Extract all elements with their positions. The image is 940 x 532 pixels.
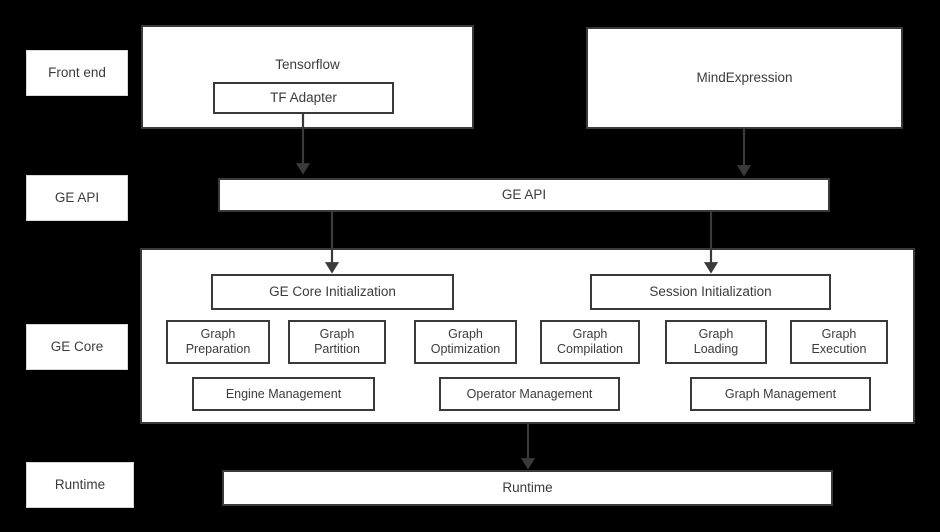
graph-optimization-box: Graph Optimization xyxy=(414,320,517,364)
ge-api-bar-label: GE API xyxy=(501,187,547,203)
graph-preparation-box: Graph Preparation xyxy=(166,320,270,364)
graph-loading-box: Graph Loading xyxy=(665,320,767,364)
operator-management-label: Operator Management xyxy=(466,386,593,401)
tensorflow-title: Tensorflow xyxy=(275,57,340,72)
layer-label-runtime: Runtime xyxy=(26,462,134,508)
graph-compilation-label: Graph Compilation xyxy=(556,327,623,356)
mindexpression-box: MindExpression xyxy=(586,27,903,129)
layer-label-runtime-text: Runtime xyxy=(54,477,106,493)
operator-management-box: Operator Management xyxy=(439,377,620,411)
runtime-bar: Runtime xyxy=(222,470,833,506)
engine-management-box: Engine Management xyxy=(192,377,375,411)
graph-partition-label: Graph Partition xyxy=(314,327,360,356)
graph-loading-label: Graph Loading xyxy=(693,327,739,356)
graph-optimization-label: Graph Optimization xyxy=(430,327,501,356)
graph-preparation-label: Graph Preparation xyxy=(185,327,251,356)
graph-management-box: Graph Management xyxy=(690,377,871,411)
mindexpression-label: MindExpression xyxy=(696,70,793,86)
graph-partition-box: Graph Partition xyxy=(288,320,386,364)
layer-label-ge-api-text: GE API xyxy=(54,190,100,206)
runtime-bar-label: Runtime xyxy=(502,480,553,496)
layer-label-ge-core: GE Core xyxy=(26,324,128,370)
graph-execution-label: Graph Execution xyxy=(811,327,867,356)
tf-adapter-label: TF Adapter xyxy=(270,90,337,106)
ge-api-bar: GE API xyxy=(218,178,830,212)
graph-management-label: Graph Management xyxy=(724,386,837,401)
tf-adapter-box: TF Adapter xyxy=(213,82,394,114)
graph-compilation-box: Graph Compilation xyxy=(540,320,640,364)
layer-label-front-end: Front end xyxy=(26,50,128,96)
graph-execution-box: Graph Execution xyxy=(790,320,888,364)
session-initialization-label: Session Initialization xyxy=(649,284,772,300)
session-initialization-box: Session Initialization xyxy=(590,274,831,310)
layer-label-front-end-text: Front end xyxy=(48,65,106,81)
layer-label-ge-core-text: GE Core xyxy=(50,339,104,355)
layer-label-ge-api: GE API xyxy=(26,175,128,221)
engine-management-label: Engine Management xyxy=(225,386,342,401)
ge-core-initialization-label: GE Core Initialization xyxy=(269,284,396,300)
ge-core-initialization-box: GE Core Initialization xyxy=(211,274,454,310)
